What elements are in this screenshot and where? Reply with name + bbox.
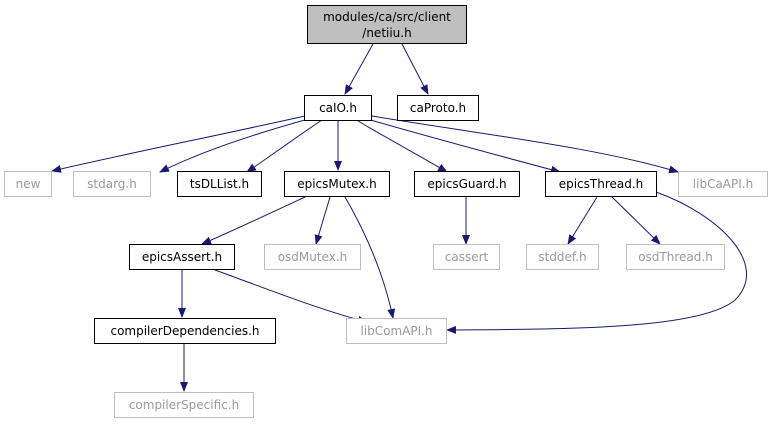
node-compilerDependencies[interactable]: compilerDependencies.h <box>94 318 276 344</box>
node-epicsMutex[interactable]: epicsMutex.h <box>284 171 390 197</box>
edge-netiiu-caIO <box>344 43 374 95</box>
edge-caIO-epicsGuard <box>357 120 448 173</box>
edge-caIO-new <box>51 115 306 173</box>
edge-caIO-epicsThread <box>366 118 561 174</box>
node-tsDLList[interactable]: tsDLList.h <box>177 171 262 197</box>
edge-epicsMutex-libComAPI <box>344 196 396 319</box>
edge-caIO-libCaAPI <box>371 115 679 174</box>
edge-caIO-stdarg <box>159 117 313 173</box>
edge-epicsMutex-epicsAssert <box>201 196 306 245</box>
node-stddef: stddef.h <box>526 244 599 270</box>
node-osdThread: osdThread.h <box>626 244 725 270</box>
edge-epicsAssert-libComAPI <box>214 269 368 324</box>
node-epicsGuard[interactable]: epicsGuard.h <box>414 171 520 197</box>
root-path-line2: /netiiu.h <box>362 25 412 40</box>
edge-epicsThread-libComAPI <box>446 191 747 334</box>
edge-epicsThread-stddef <box>567 196 598 245</box>
edge-netiiu-caProto <box>401 43 429 95</box>
node-netiiu-root: modules/ca/src/client /netiiu.h <box>307 5 467 44</box>
node-new: new <box>4 171 52 197</box>
node-cassert: cassert <box>433 244 500 270</box>
node-caIO[interactable]: caIO.h <box>304 95 372 121</box>
node-stdarg: stdarg.h <box>73 171 151 197</box>
node-compilerSpecific: compilerSpecific.h <box>114 392 254 418</box>
node-caProto[interactable]: caProto.h <box>397 95 479 121</box>
root-path-line1: modules/ca/src/client <box>323 9 451 24</box>
node-osdMutex: osdMutex.h <box>264 244 361 270</box>
node-epicsThread[interactable]: epicsThread.h <box>545 171 657 197</box>
node-libComAPI: libComAPI.h <box>346 318 447 344</box>
edge-caIO-tsDLList <box>246 119 323 173</box>
node-libCaAPI: libCaAPI.h <box>678 171 768 197</box>
edge-epicsMutex-osdMutex <box>314 196 331 245</box>
edge-epicsThread-osdThread <box>611 196 661 245</box>
node-epicsAssert[interactable]: epicsAssert.h <box>129 244 235 270</box>
